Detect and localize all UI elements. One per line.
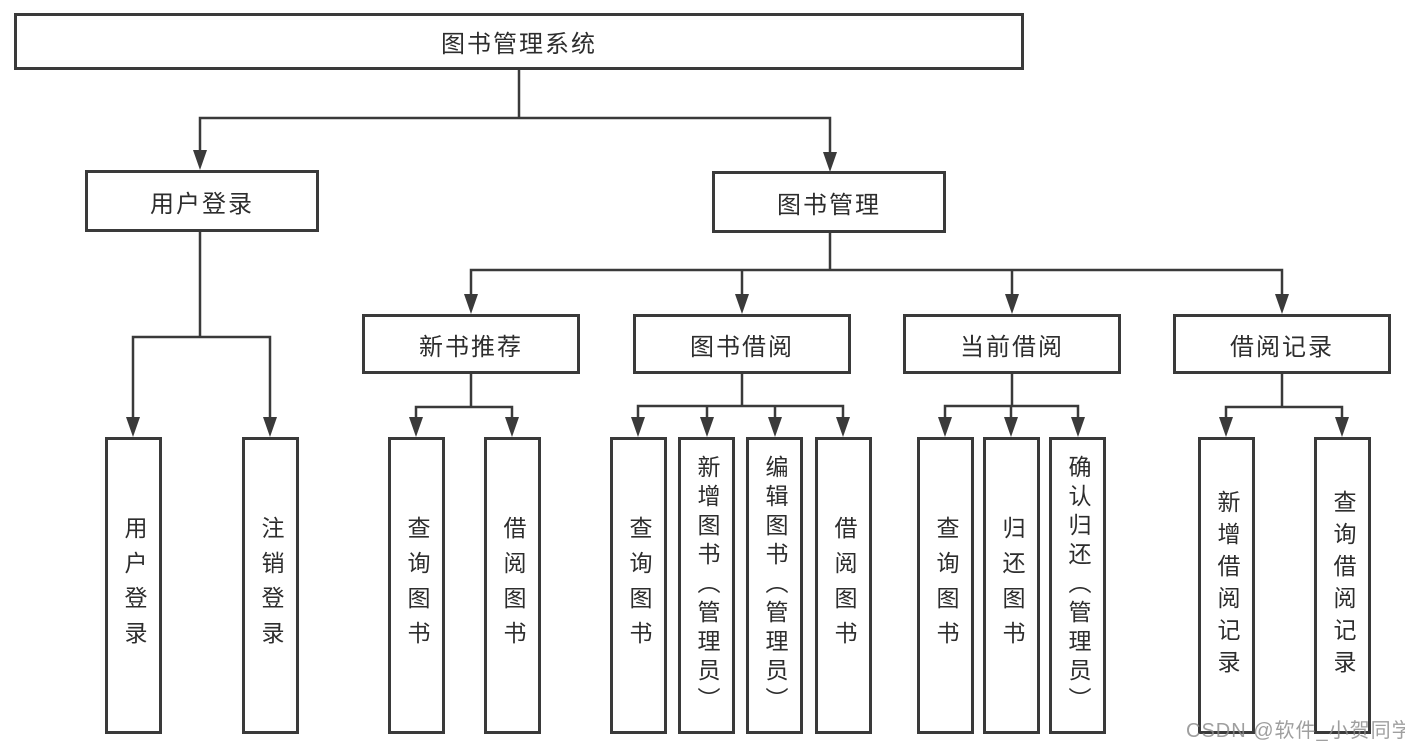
- leaf-add-books-admin: 新增图书（管理员）: [678, 437, 735, 734]
- node-label: 归还图书: [999, 515, 1025, 656]
- node-library-management-system: 图书管理系统: [14, 13, 1024, 70]
- leaf-query-books-newbooks: 查询图书: [388, 437, 445, 734]
- node-label: 新书推荐: [419, 333, 523, 361]
- node-new-book-recommendation: 新书推荐: [362, 314, 580, 374]
- leaf-query-borrow-record: 查询借阅记录: [1314, 437, 1371, 734]
- node-label: 当前借阅: [960, 333, 1064, 361]
- node-label: 借阅记录: [1230, 333, 1334, 361]
- leaf-add-borrow-record: 新增借阅记录: [1198, 437, 1255, 734]
- leaf-borrow-books-borrowing: 借阅图书: [815, 437, 872, 734]
- node-label: 确认归还（管理员）: [1065, 455, 1091, 716]
- leaf-logout: 注销登录: [242, 437, 299, 734]
- node-label: 查询图书: [933, 515, 959, 656]
- csdn-watermark: CSDN @软件_小贺同学: [1186, 720, 1405, 742]
- arrowheads: [126, 150, 1349, 437]
- node-book-borrowing: 图书借阅: [633, 314, 851, 374]
- node-label: 图书管理: [777, 191, 881, 219]
- node-label: 新增借阅记录: [1214, 489, 1240, 682]
- node-user-login: 用户登录: [85, 170, 319, 232]
- leaf-edit-books-admin: 编辑图书（管理员）: [746, 437, 803, 734]
- leaf-query-books-current: 查询图书: [917, 437, 974, 734]
- node-borrowing-records: 借阅记录: [1173, 314, 1391, 374]
- node-label: 新增图书（管理员）: [694, 455, 720, 716]
- node-label: 图书借阅: [690, 333, 794, 361]
- node-label: 查询借阅记录: [1330, 489, 1356, 682]
- node-label: 注销登录: [258, 515, 284, 656]
- node-label: 用户登录: [150, 190, 254, 218]
- node-label: 借阅图书: [500, 515, 526, 656]
- node-label: 查询图书: [626, 515, 652, 656]
- node-label: 编辑图书（管理员）: [762, 455, 788, 716]
- node-label: 查询图书: [404, 515, 430, 656]
- leaf-return-books: 归还图书: [983, 437, 1040, 734]
- leaf-user-login: 用户登录: [105, 437, 162, 734]
- node-current-borrowing: 当前借阅: [903, 314, 1121, 374]
- node-label: 图书管理系统: [441, 31, 597, 58]
- node-label: 用户登录: [121, 515, 147, 656]
- leaf-confirm-return-admin: 确认归还（管理员）: [1049, 437, 1106, 734]
- leaf-query-books-borrowing: 查询图书: [610, 437, 667, 734]
- node-label: 借阅图书: [831, 515, 857, 656]
- node-book-management: 图书管理: [712, 171, 946, 233]
- leaf-borrow-books-newbooks: 借阅图书: [484, 437, 541, 734]
